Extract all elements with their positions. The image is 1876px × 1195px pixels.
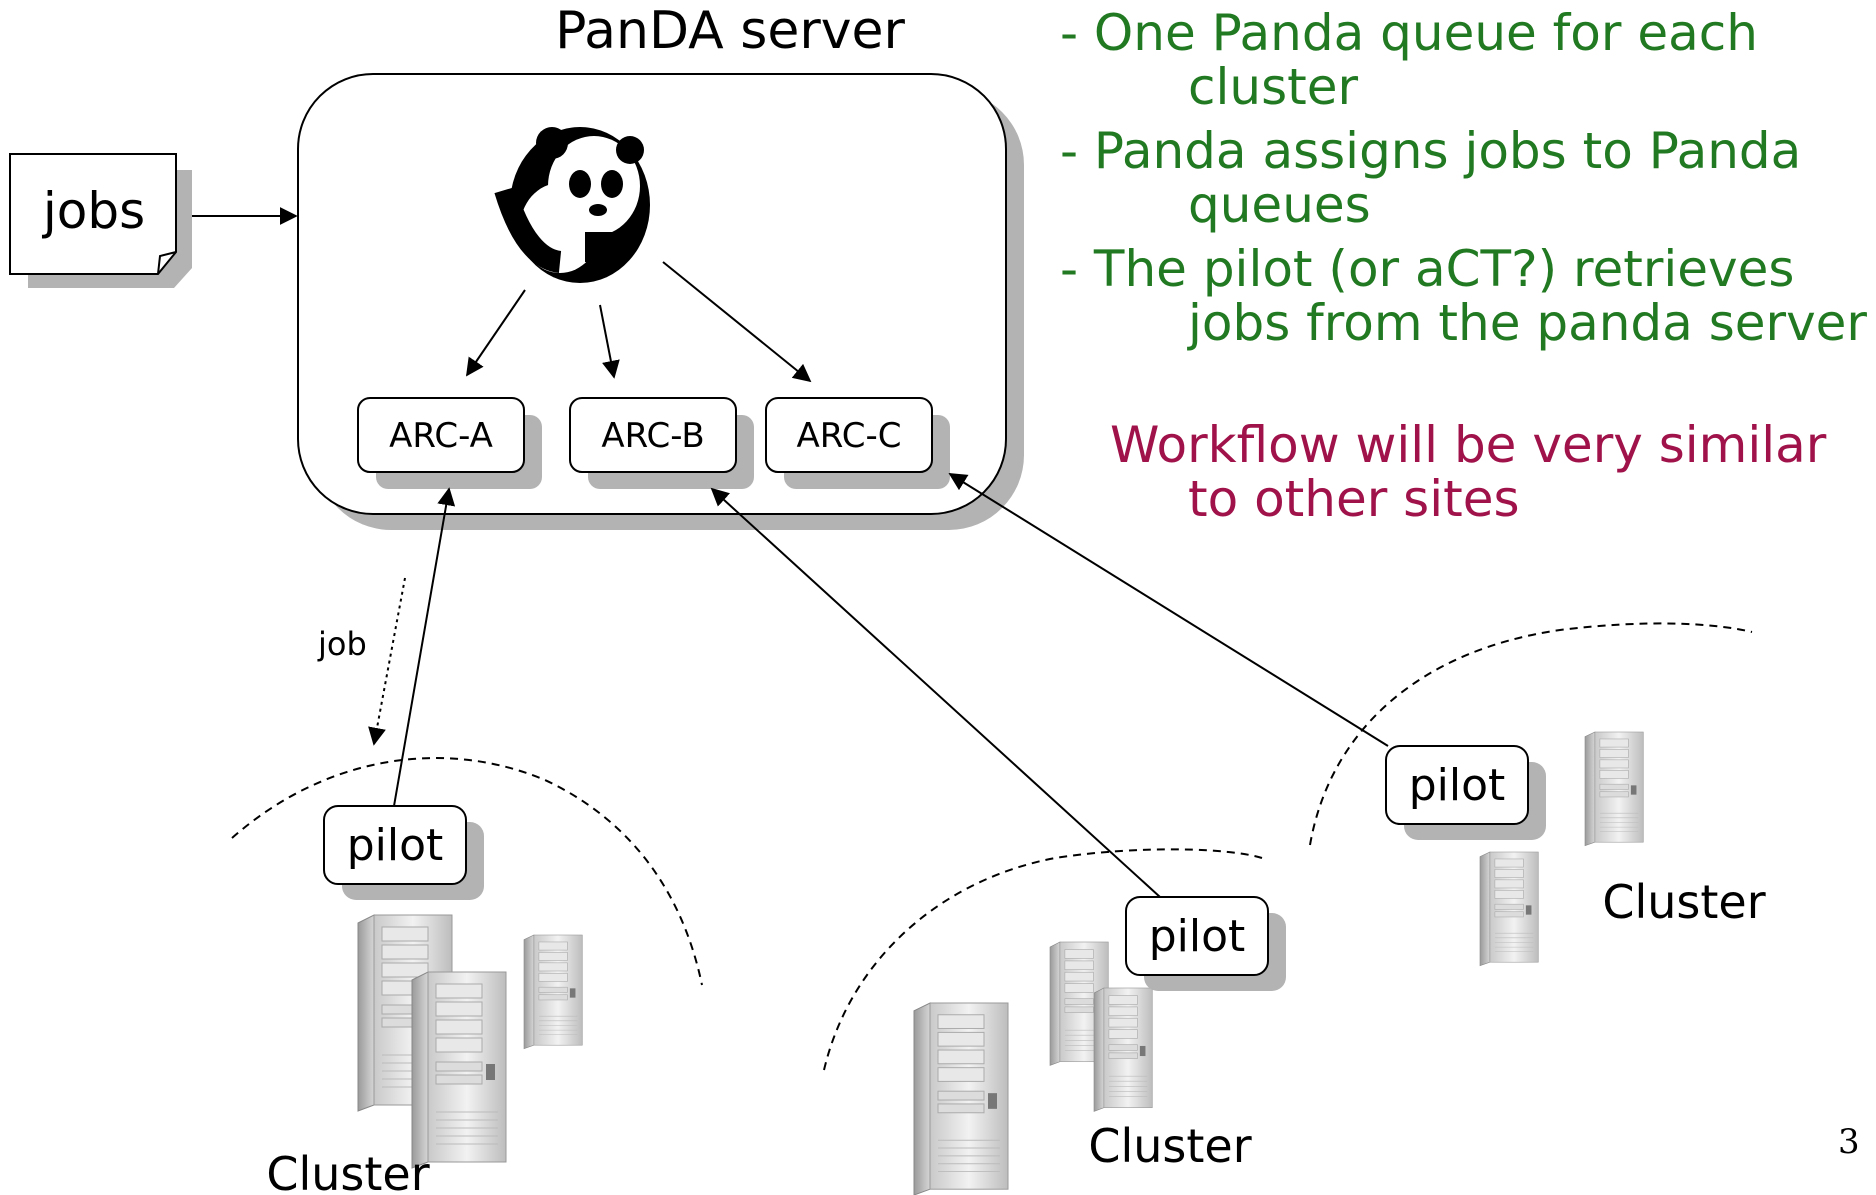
queue-label: ARC-C	[797, 416, 902, 456]
cluster-label-right: Cluster	[1602, 875, 1765, 929]
bullet-item: - One Panda queue for each cluster	[1060, 6, 1876, 114]
pilot-box-right: pilot	[1385, 745, 1546, 840]
queue-label: ARC-B	[601, 416, 704, 456]
queue-box-arc-b: ARC-B	[569, 397, 754, 489]
queue-label: ARC-A	[389, 416, 493, 456]
bullet-item: - The pilot (or aCT?) retrieves jobs fro…	[1060, 242, 1876, 350]
bullet-item: - Panda assigns jobs to Panda queues	[1060, 124, 1876, 232]
bullet-line: queues	[1188, 176, 1371, 234]
jobs-label: jobs	[42, 182, 145, 240]
server-icon	[411, 971, 507, 1169]
cluster-label-left: Cluster	[266, 1147, 429, 1195]
cluster-boundary-middle	[823, 848, 1263, 1071]
workflow-note: Workflow will be very similar to other s…	[1110, 418, 1870, 526]
panda-icon	[494, 127, 650, 283]
note-line: to other sites	[1188, 470, 1520, 528]
server-icon	[1584, 731, 1644, 846]
cluster-boundary-right	[1309, 622, 1753, 846]
queue-box-arc-c: ARC-C	[765, 397, 950, 489]
pilot-to-arc-c-arrow	[948, 473, 1389, 747]
server-icon	[1093, 987, 1153, 1112]
job-return-arrow	[368, 577, 406, 746]
pilot-label: pilot	[1149, 911, 1246, 962]
bullet-line: cluster	[1188, 58, 1359, 116]
assign-arrow-a	[465, 289, 526, 377]
pilot-to-arc-a-arrow	[393, 487, 456, 807]
server-icon	[1479, 851, 1539, 966]
pilot-label: pilot	[347, 820, 444, 871]
assign-arrow-b	[599, 304, 620, 379]
pilot-to-arc-b-arrow	[710, 487, 1161, 898]
server-icon	[523, 934, 583, 1049]
server-icon	[913, 1002, 1009, 1195]
cluster-boundary-left	[231, 757, 703, 986]
bullet-line: jobs from the panda server	[1188, 294, 1867, 352]
jobs-document: jobs	[9, 153, 192, 288]
page-number: 3	[1838, 1122, 1860, 1162]
pilot-box-middle: pilot	[1125, 896, 1286, 991]
cluster-label-middle: Cluster	[1088, 1119, 1251, 1173]
bullet-line: - Panda assigns jobs to Panda	[1060, 122, 1802, 180]
bullet-list: - One Panda queue for each cluster - Pan…	[1060, 6, 1876, 360]
assign-arrow-c	[662, 261, 812, 383]
job-label: job	[317, 625, 367, 663]
queue-box-arc-a: ARC-A	[357, 397, 542, 489]
pilot-label: pilot	[1409, 760, 1506, 811]
server-title: PanDA server	[555, 1, 905, 61]
note-line: Workflow will be very similar	[1110, 416, 1827, 474]
bullet-line: - The pilot (or aCT?) retrieves	[1060, 240, 1795, 298]
pilot-box-left: pilot	[323, 805, 484, 900]
bullet-line: - One Panda queue for each	[1060, 4, 1758, 62]
